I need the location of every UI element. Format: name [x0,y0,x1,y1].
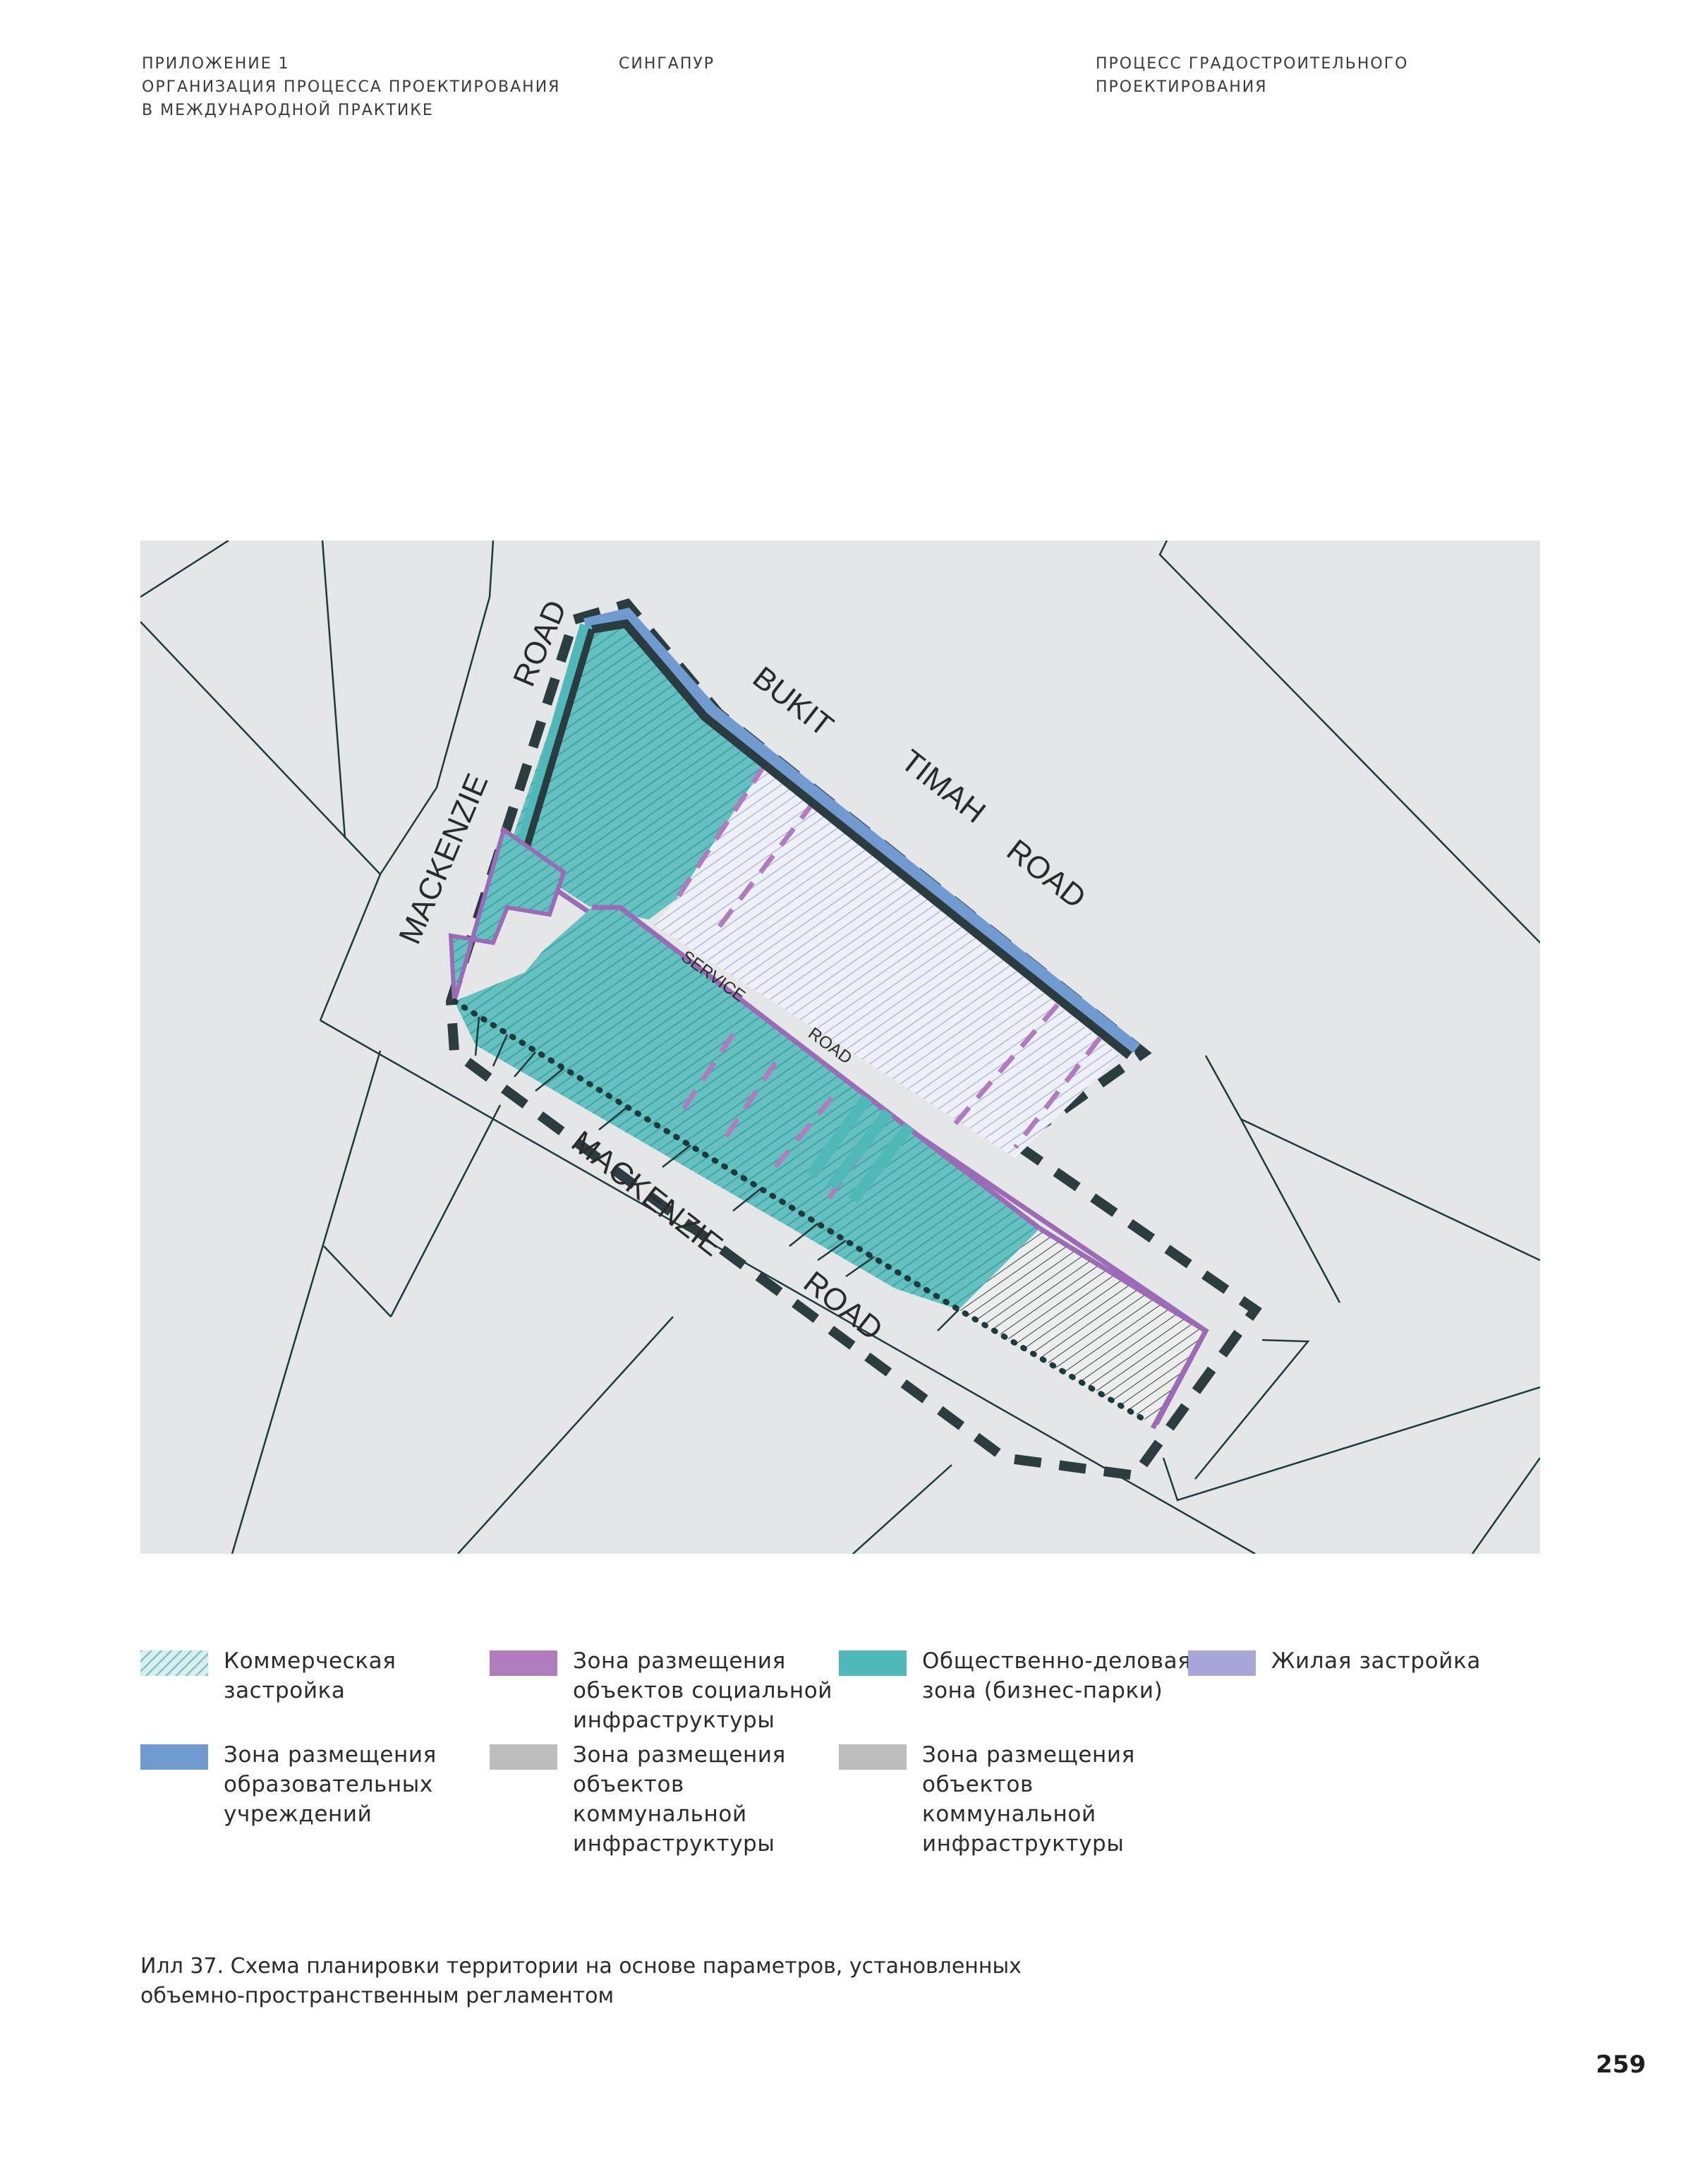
legend-utility-1: Зона размещения объектов коммунальной ин… [490,1740,786,1859]
road-label-bukit: BUKIT [746,660,840,743]
road-label-timah: TIMAH [895,743,992,830]
legend-utility-2: Зона размещения объектов коммунальной ин… [839,1740,1135,1859]
legend-label: Коммерческая застройка [224,1648,396,1703]
legend-swatch-social [490,1650,557,1676]
legend-label: Зона размещения объектов коммунальной ин… [922,1742,1135,1857]
zone-social-block [448,826,567,1002]
legend-label: Зона размещения объектов социальной инфр… [573,1648,833,1733]
header-line: СИНГАПУР [619,55,715,73]
zone-utility-south [959,1229,1206,1426]
page-number: 259 [1596,2051,1646,2079]
header-line: ПРОЕКТИРОВАНИЯ [1096,78,1268,96]
legend-residential: Жилая застройка [1188,1646,1481,1676]
legend-swatch-business [839,1650,907,1676]
figure-caption: Илл 37. Схема планировки территории на о… [140,1954,1022,2008]
legend-education: Зона размещения образовательных учрежден… [140,1740,437,1829]
legend-label: Общественно-деловая зона (бизнес-парки) [922,1648,1192,1703]
running-header-middle: СИНГАПУР [619,52,715,76]
street-network [140,541,1540,1554]
legend-label: Жилая застройка [1271,1648,1481,1674]
plot-dividers [474,1016,959,1332]
planning-map-svg: BUKIT TIMAH ROAD ROAD MACKENZIE MACKENZI… [140,541,1540,1554]
header-line: В МЕЖДУНАРОДНОЙ ПРАКТИКЕ [142,102,434,119]
planning-map: BUKIT TIMAH ROAD ROAD MACKENZIE MACKENZI… [140,541,1540,1554]
legend-business-park: Общественно-деловая зона (бизнес-парки) [839,1646,1192,1706]
running-header-left: ПРИЛОЖЕНИЕ 1 ОРГАНИЗАЦИЯ ПРОЦЕССА ПРОЕКТ… [142,52,560,122]
legend-commercial: Коммерческая застройка [140,1646,396,1706]
header-line: ПРИЛОЖЕНИЕ 1 [142,55,290,73]
zone-business-edge [515,623,593,852]
road-label-road-ne: ROAD [1000,833,1092,915]
legend-label: Зона размещения образовательных учрежден… [224,1742,437,1827]
legend-swatch-residential [1188,1650,1256,1676]
legend-swatch-utility [490,1744,557,1770]
legend-social-infrastructure: Зона размещения объектов социальной инфр… [490,1646,832,1735]
legend-label: Зона размещения объектов коммунальной ин… [573,1742,786,1857]
zone-education-edge [583,608,1140,1054]
business-park-strips [806,1094,914,1204]
header-line: ПРОЦЕСС ГРАДОСТРОИТЕЛЬНОГО [1096,55,1409,73]
running-header-right: ПРОЦЕСС ГРАДОСТРОИТЕЛЬНОГО ПРОЕКТИРОВАНИ… [1096,52,1408,99]
legend-swatch-commercial [140,1650,208,1676]
legend-swatch-education [140,1744,208,1770]
header-line: ОРГАНИЗАЦИЯ ПРОЦЕССА ПРОЕКТИРОВАНИЯ [142,78,561,96]
legend-swatch-utility [839,1744,907,1770]
